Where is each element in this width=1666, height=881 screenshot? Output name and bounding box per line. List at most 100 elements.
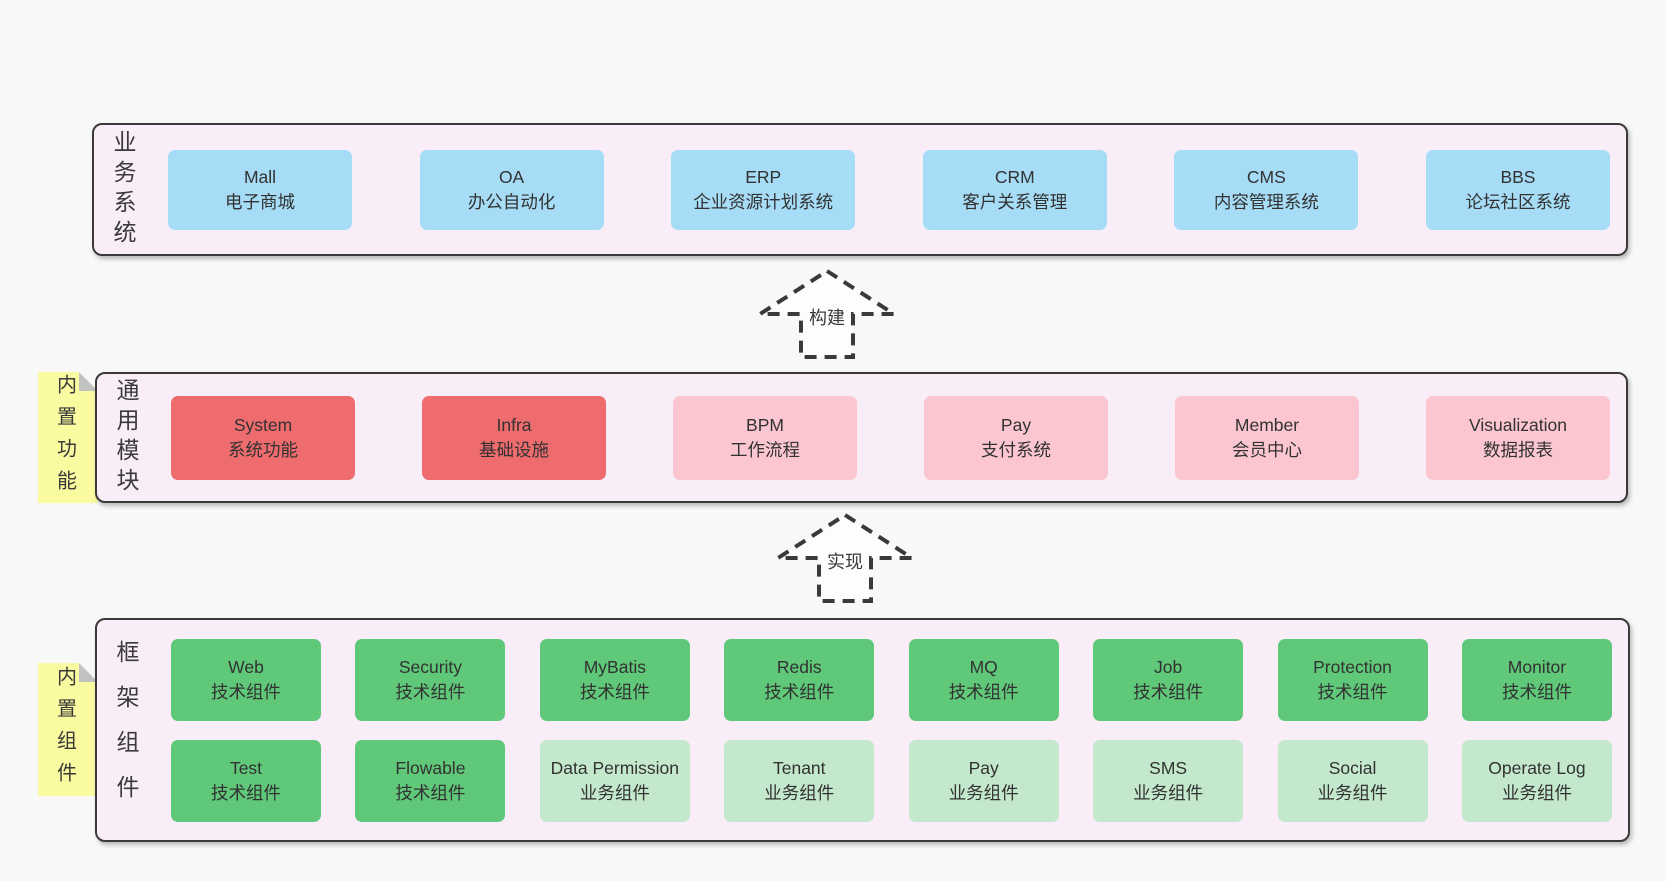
box-subtitle: 业务组件 [1317,782,1388,803]
box-subtitle: 技术组件 [948,681,1019,702]
box-subtitle: 客户关系管理 [962,191,1068,212]
box-title: CMS [1246,166,1286,187]
section-business-systems: 业务系统 Mall 电子商城 OA 办公自动化 ERP 企业资源计划系统 CRM [92,123,1628,256]
section-label: 业务系统 [94,125,152,254]
box-subtitle: 业务组件 [948,782,1019,803]
box-title: Redis [776,656,822,677]
box-title: Pay [968,757,999,778]
box-subtitle: 会员中心 [1232,439,1302,460]
box-title: Member [1234,414,1300,435]
box-protection: Protection 技术组件 [1277,638,1428,721]
box-subtitle: 技术组件 [1501,681,1572,702]
box-security: Security 技术组件 [355,638,506,721]
section-label-text: 框架组件 [113,640,139,820]
section-label: 框架组件 [97,620,155,840]
box-subtitle: 技术组件 [211,782,281,803]
box-subtitle: 论坛社区系统 [1465,191,1571,212]
box-crm: CRM 客户关系管理 [922,149,1107,230]
box-test: Test 技术组件 [171,739,321,822]
box-subtitle: 技术组件 [211,681,281,702]
box-subtitle: 数据报表 [1483,439,1553,460]
box-title: ERP [745,166,782,187]
box-subtitle: 技术组件 [579,681,650,702]
boxes-area: Web 技术组件 Security 技术组件 MyBatis 技术组件 Redi… [155,620,1628,840]
box-title: Job [1154,656,1183,677]
box-tenant: Tenant 业务组件 [724,739,875,822]
arrow-implement: 实现 [775,512,915,604]
box-job: Job 技术组件 [1093,638,1244,721]
arrow-build: 构建 [757,268,897,360]
section-label: 通用模块 [97,374,155,501]
box-operate-log: Operate Log 业务组件 [1461,739,1612,822]
box-cms: CMS 内容管理系统 [1174,149,1359,230]
box-subtitle: 系统功能 [228,439,298,460]
box-subtitle: 业务组件 [1501,782,1572,803]
box-title: Operate Log [1488,757,1586,778]
box-title: Pay [1000,414,1032,435]
box-title: OA [498,166,525,187]
box-subtitle: 业务组件 [1133,782,1204,803]
box-erp: ERP 企业资源计划系统 [671,149,856,230]
box-row: System 系统功能 Infra 基础设施 BPM 工作流程 Pay 支付系统… [171,395,1610,480]
box-title: System [233,414,293,435]
box-redis: Redis 技术组件 [724,638,875,721]
box-visualization: Visualization 数据报表 [1426,395,1610,480]
box-monitor: Monitor 技术组件 [1461,638,1612,721]
box-title: Visualization [1469,414,1567,435]
box-title: BBS [1500,166,1536,187]
box-subtitle: 电子商城 [225,191,295,212]
box-subtitle: 技术组件 [395,782,466,803]
box-member: Member 会员中心 [1175,395,1359,480]
box-pay-biz: Pay 业务组件 [908,739,1059,822]
box-mall: Mall 电子商城 [168,149,352,230]
box-title: Data Permission [550,757,680,778]
box-subtitle: 企业资源计划系统 [693,191,834,212]
box-title: Monitor [1507,656,1567,677]
box-subtitle: 办公自动化 [467,191,556,212]
box-subtitle: 支付系统 [981,439,1051,460]
box-subtitle: 技术组件 [395,681,466,702]
box-title: MQ [969,656,998,677]
box-subtitle: 技术组件 [1317,681,1388,702]
box-title: SMS [1149,757,1188,778]
box-system: System 系统功能 [171,395,355,480]
section-framework-components: 框架组件 Web 技术组件 Security 技术组件 MyBatis 技术组件… [95,618,1630,842]
box-subtitle: 技术组件 [764,681,835,702]
box-oa: OA 办公自动化 [419,149,604,230]
box-bbs: BBS 论坛社区系统 [1425,149,1610,230]
box-sms: SMS 业务组件 [1093,739,1244,822]
box-title: CRM [994,166,1035,187]
box-infra: Infra 基础设施 [422,395,606,480]
box-data-permission: Data Permission 业务组件 [539,739,690,822]
box-subtitle: 业务组件 [579,782,650,803]
box-bpm: BPM 工作流程 [673,395,857,480]
sticky-note-builtin-components: 内置组件 [38,663,98,796]
box-title: Web [228,656,264,677]
box-title: Infra [496,414,532,435]
box-title: Test [229,757,263,778]
box-title: Protection [1313,656,1392,677]
arrow-label: 构建 [806,304,848,330]
box-flowable: Flowable 技术组件 [355,739,506,822]
arrow-label: 实现 [824,548,866,574]
section-label-text: 通用模块 [113,377,139,498]
box-title: Security [398,656,463,677]
sticky-note-builtin-features: 内置功能 [38,372,98,503]
boxes-area: System 系统功能 Infra 基础设施 BPM 工作流程 Pay 支付系统… [155,374,1626,501]
box-title: Mall [243,166,277,187]
box-subtitle: 工作流程 [730,439,800,460]
sticky-note-label: 内置功能 [53,373,76,502]
box-web: Web 技术组件 [171,638,321,721]
box-mq: MQ 技术组件 [908,638,1059,721]
box-title: Flowable [395,757,466,778]
box-title: Tenant [772,757,826,778]
box-social: Social 业务组件 [1277,739,1428,822]
box-subtitle: 技术组件 [1133,681,1204,702]
box-row: Mall 电子商城 OA 办公自动化 ERP 企业资源计划系统 CRM 客户关系… [168,149,1610,230]
box-title: MyBatis [583,656,646,677]
boxes-area: Mall 电子商城 OA 办公自动化 ERP 企业资源计划系统 CRM 客户关系… [152,125,1626,254]
box-row: Web 技术组件 Security 技术组件 MyBatis 技术组件 Redi… [171,638,1612,721]
box-pay: Pay 支付系统 [924,395,1108,480]
section-label-text: 业务系统 [110,129,136,250]
